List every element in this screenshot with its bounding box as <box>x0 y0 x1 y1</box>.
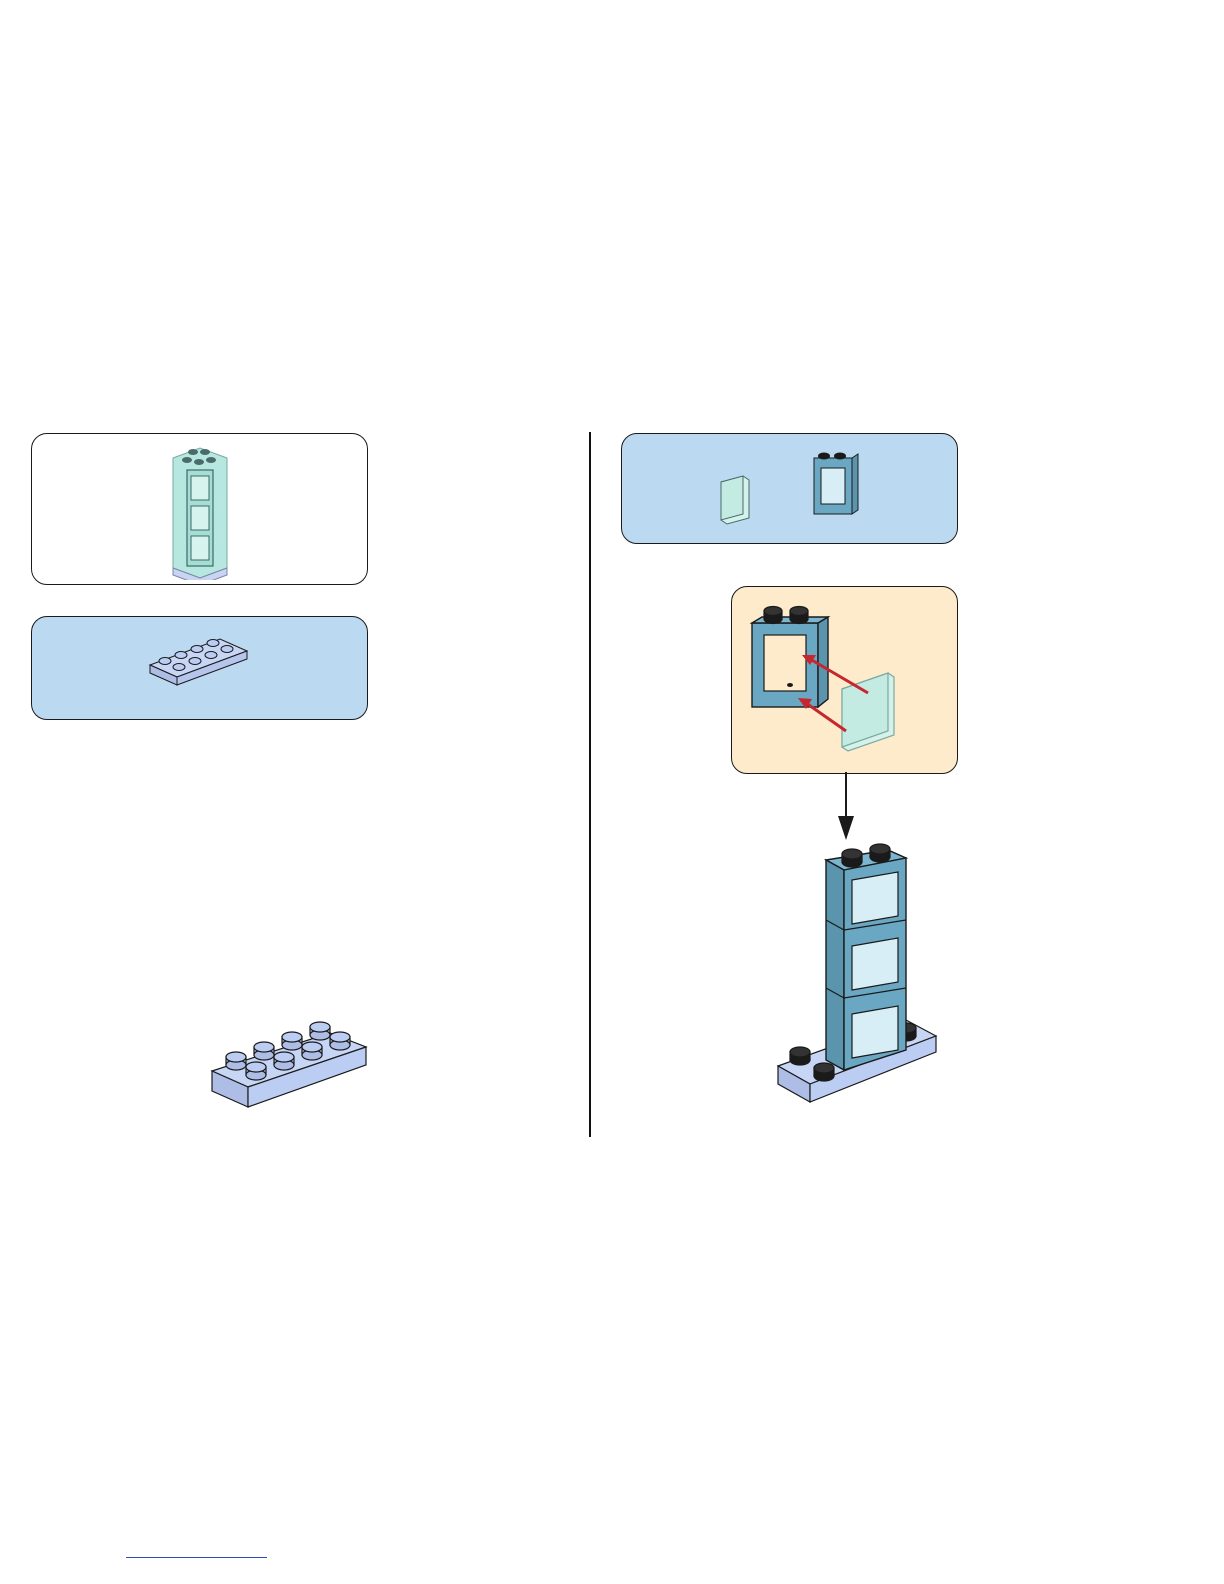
parts-list-panel-step-2 <box>621 433 958 544</box>
glass-pane-1x2x2-part <box>715 472 755 528</box>
arrow-down-icon <box>836 772 856 842</box>
plate-2x4-part <box>145 623 255 693</box>
window-assembly-illustration <box>750 599 930 759</box>
column-divider <box>589 432 591 1137</box>
parts-list-panel-step-1 <box>31 616 368 720</box>
glass-pane-piece <box>842 673 894 751</box>
tall-window-tower-illustration <box>165 440 235 580</box>
callout-panel <box>731 586 958 774</box>
window-frame-1x2x2-part <box>808 446 862 520</box>
model-preview-panel <box>31 433 368 585</box>
footer-link-rule <box>126 1557 267 1558</box>
plate-2x4-build-illustration <box>210 1013 370 1113</box>
tower-build-illustration <box>776 840 946 1110</box>
